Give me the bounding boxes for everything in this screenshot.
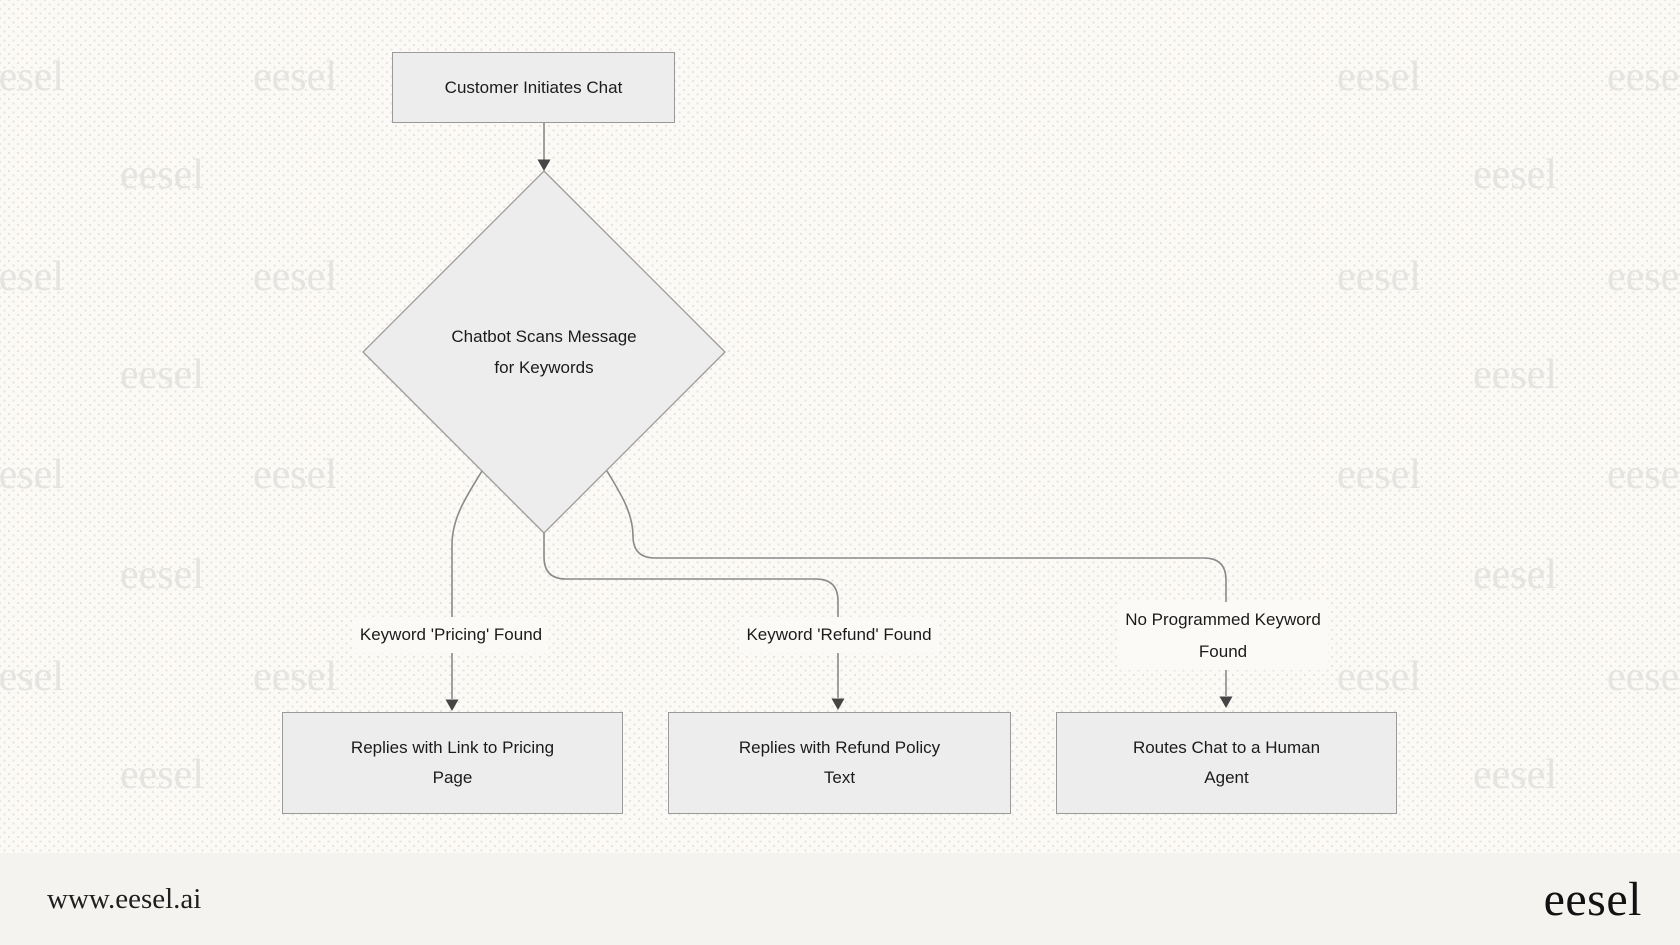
footer-bar: www.eesel.ai eesel bbox=[0, 853, 1680, 945]
edge-start-decision bbox=[537, 123, 551, 171]
node-routes-human-agent: Routes Chat to a Human Agent bbox=[1056, 712, 1397, 814]
node-customer-initiates-chat: Customer Initiates Chat bbox=[392, 52, 675, 123]
edge-label-refund-found: Keyword 'Refund' Found bbox=[739, 617, 939, 653]
node-decision-label: Chatbot Scans Message for Keywords bbox=[451, 327, 637, 377]
edge-decision-refund bbox=[543, 533, 845, 710]
edge-label-no-keyword-found: No Programmed Keyword Found bbox=[1118, 602, 1328, 670]
edge-decision-human bbox=[606, 470, 1233, 708]
node-label: Customer Initiates Chat bbox=[444, 77, 623, 97]
edge-decision-pricing bbox=[445, 470, 483, 711]
edge-label-pricing-found: Keyword 'Pricing' Found bbox=[352, 617, 550, 653]
footer-url: www.eesel.ai bbox=[47, 882, 202, 915]
eesel-logo: eesel bbox=[1543, 872, 1642, 926]
node-replies-pricing-page: Replies with Link to Pricing Page bbox=[282, 712, 623, 814]
node-replies-refund-policy: Replies with Refund Policy Text bbox=[668, 712, 1011, 814]
